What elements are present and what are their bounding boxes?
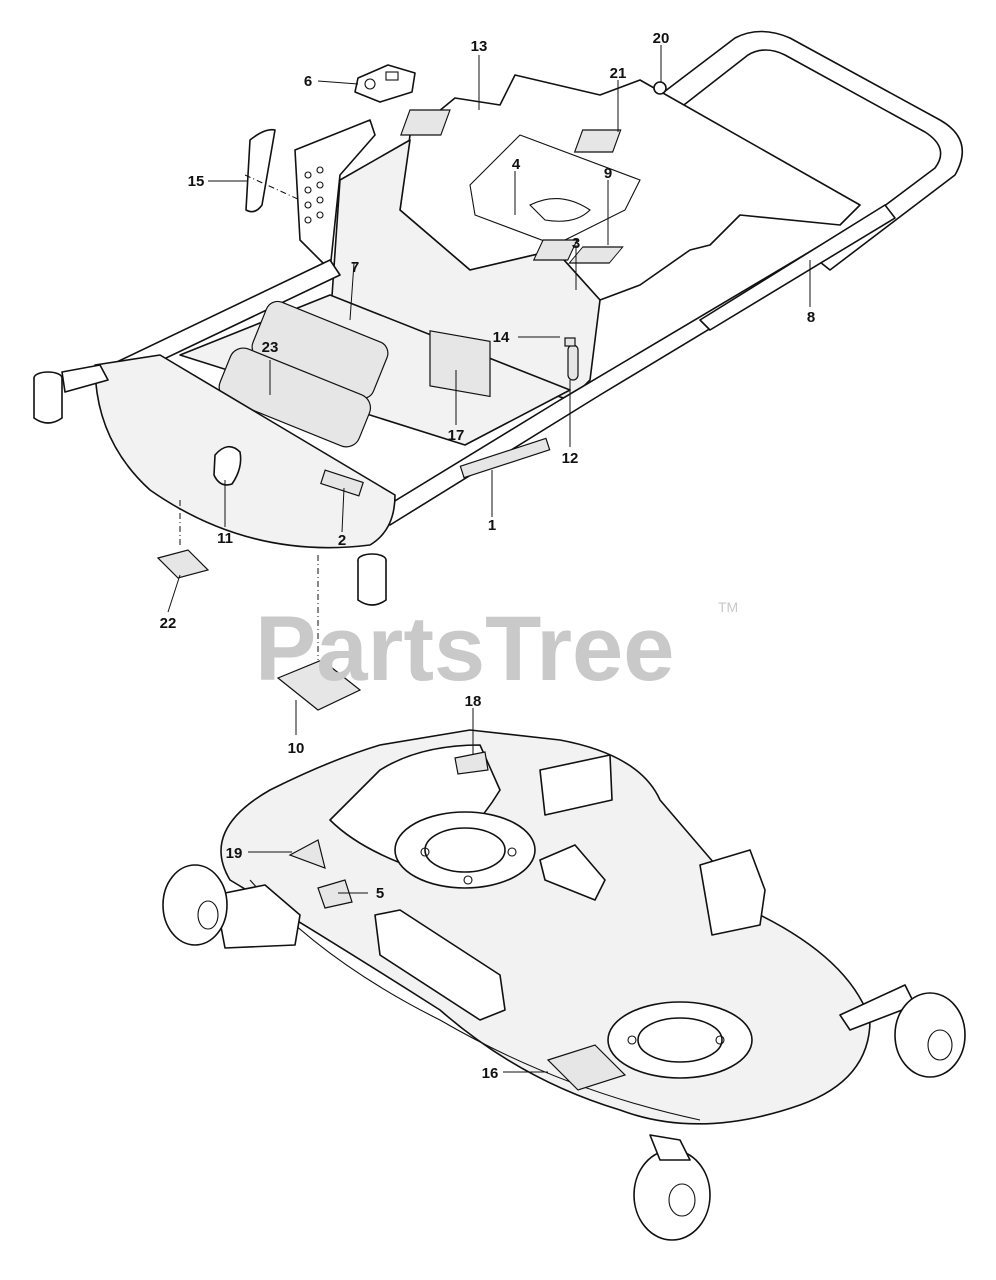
wheel-front-bracket [649,1134,691,1161]
decal-16 [546,1044,627,1091]
watermark-text: PartsTree [255,598,674,700]
caster-tube-right [357,553,387,606]
watermark: PartsTree TM [255,598,738,700]
deck-bracket-mid [539,844,606,901]
callout-22: 22 [160,615,177,632]
plate-6 [354,64,416,103]
strip-15 [245,128,276,213]
decal-14 [564,337,576,347]
callout-21: 21 [610,65,627,82]
deck-skirt [249,879,701,1121]
callout-6: 6 [304,73,312,90]
callout-2: 2 [338,532,346,549]
decal-21 [573,129,622,153]
decal-10 [276,659,362,711]
callout-18: 18 [465,693,482,710]
callout-4: 4 [512,156,521,173]
deck-channel [374,909,506,1021]
callout-19: 19 [226,845,243,862]
leader-lines [167,45,811,1073]
callout-12: 12 [562,450,579,467]
floor-mat-23 [218,347,372,448]
slot-outline [529,198,591,222]
decal-13 [400,109,451,136]
callout-10: 10 [288,740,305,757]
callout-5: 5 [376,885,384,902]
callout-20: 20 [653,30,670,47]
dash-15 [244,174,301,201]
seat-opening [469,134,641,246]
decal-12 [567,344,579,381]
decal-22 [156,549,210,579]
callout-17: 17 [448,427,465,444]
callout-7: 7 [351,259,359,276]
decal-5 [317,879,353,909]
decal-19 [288,839,326,869]
decal-2 [320,469,364,497]
decal-box-front [429,330,491,398]
decal-9 [532,239,578,261]
deck-bracket-right [699,849,766,936]
callout-14: 14 [493,329,510,346]
callout-16: 16 [482,1065,499,1082]
knob-20 [653,81,667,95]
decal-1 [459,437,551,479]
callout-3: 3 [572,235,580,252]
rail-bar-8 [699,204,896,331]
deck-block-left [214,884,301,949]
decal-18 [454,751,489,775]
callout-8: 8 [807,309,815,326]
front-foot-guard [94,354,396,549]
wheel-left [162,864,228,946]
bracket-holes [304,166,324,224]
frame-assembly [33,30,964,711]
decal-11 [213,445,242,486]
caster-tube-left [33,364,109,424]
callout-9: 9 [604,165,612,182]
watermark-tm: TM [718,599,738,615]
callout-23: 23 [262,339,279,356]
wheel-right [894,992,966,1078]
side-bracket [294,119,376,271]
callout-labels: 1 2 3 4 5 6 7 8 9 10 11 12 13 14 15 16 1… [160,30,816,1082]
deck-bracket-top [539,754,613,816]
callout-1: 1 [488,517,496,534]
wheel-front [633,1149,711,1241]
callout-13: 13 [471,38,488,55]
callout-11: 11 [217,530,233,547]
mower-deck [162,729,966,1241]
callout-15: 15 [188,173,205,190]
